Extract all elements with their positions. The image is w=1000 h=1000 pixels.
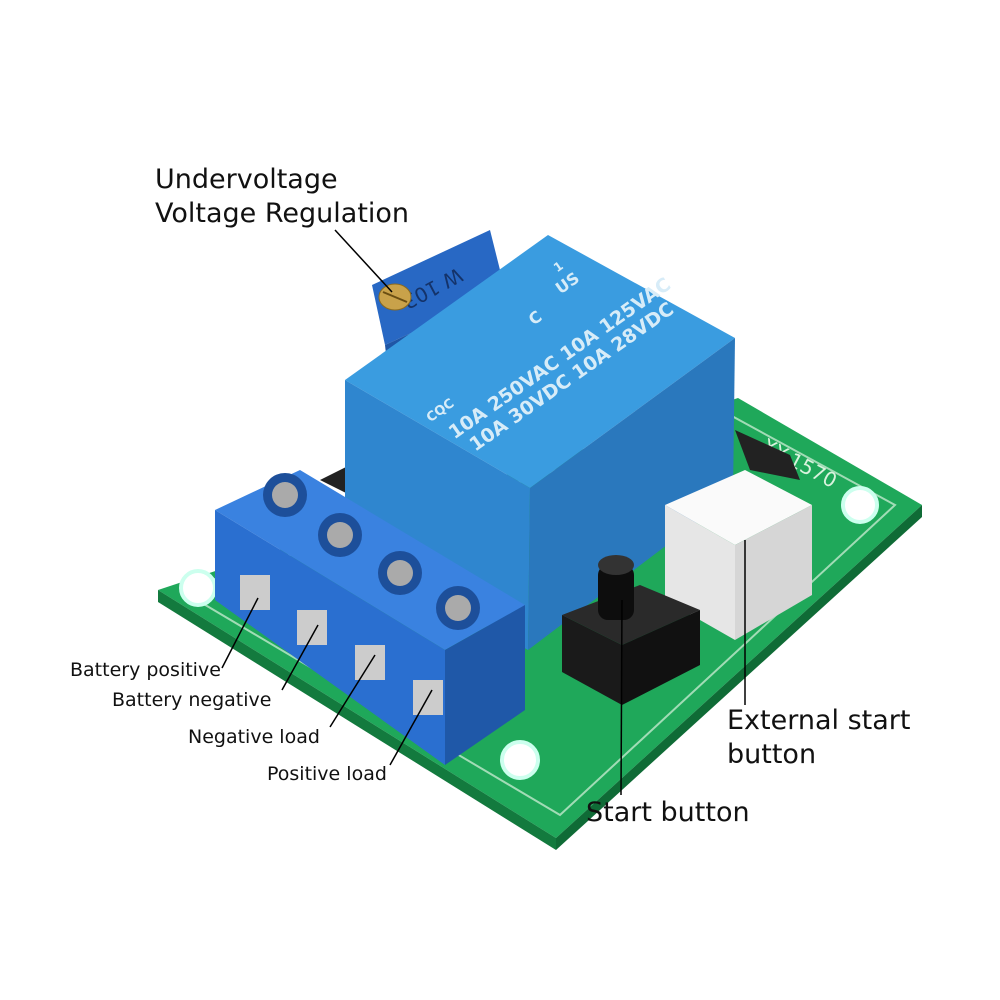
label-line: Voltage Regulation xyxy=(155,198,410,229)
leader-line xyxy=(389,689,433,766)
leader-line xyxy=(281,624,319,691)
label-external-start-button: External start button xyxy=(727,704,911,772)
leader-line xyxy=(329,654,376,728)
terminal-screw[interactable] xyxy=(263,473,307,517)
label-positive-load: Positive load xyxy=(267,763,387,785)
label-negative-load: Negative load xyxy=(188,726,320,748)
leader-line xyxy=(334,229,393,293)
label-undervoltage-regulation: Undervoltage Voltage Regulation xyxy=(155,163,409,231)
label-battery-negative: Battery negative xyxy=(112,689,272,711)
label-line: button xyxy=(727,739,817,770)
transistor xyxy=(735,430,800,480)
leader-line xyxy=(221,597,259,669)
terminal-screw[interactable] xyxy=(378,551,422,595)
mounting-hole xyxy=(500,740,540,780)
leader-line xyxy=(620,599,623,796)
terminal-block xyxy=(215,470,525,765)
start-push-button[interactable] xyxy=(562,555,700,705)
terminal-screw[interactable] xyxy=(436,586,480,630)
label-battery-positive: Battery positive xyxy=(70,659,221,681)
mounting-hole xyxy=(841,486,879,524)
label-start-button: Start button xyxy=(586,797,750,828)
label-line: External start xyxy=(727,705,911,736)
external-start-connector[interactable] xyxy=(665,470,812,640)
mounting-hole xyxy=(179,569,217,607)
terminal-screw[interactable] xyxy=(318,513,362,557)
label-line: Undervoltage xyxy=(155,164,338,195)
